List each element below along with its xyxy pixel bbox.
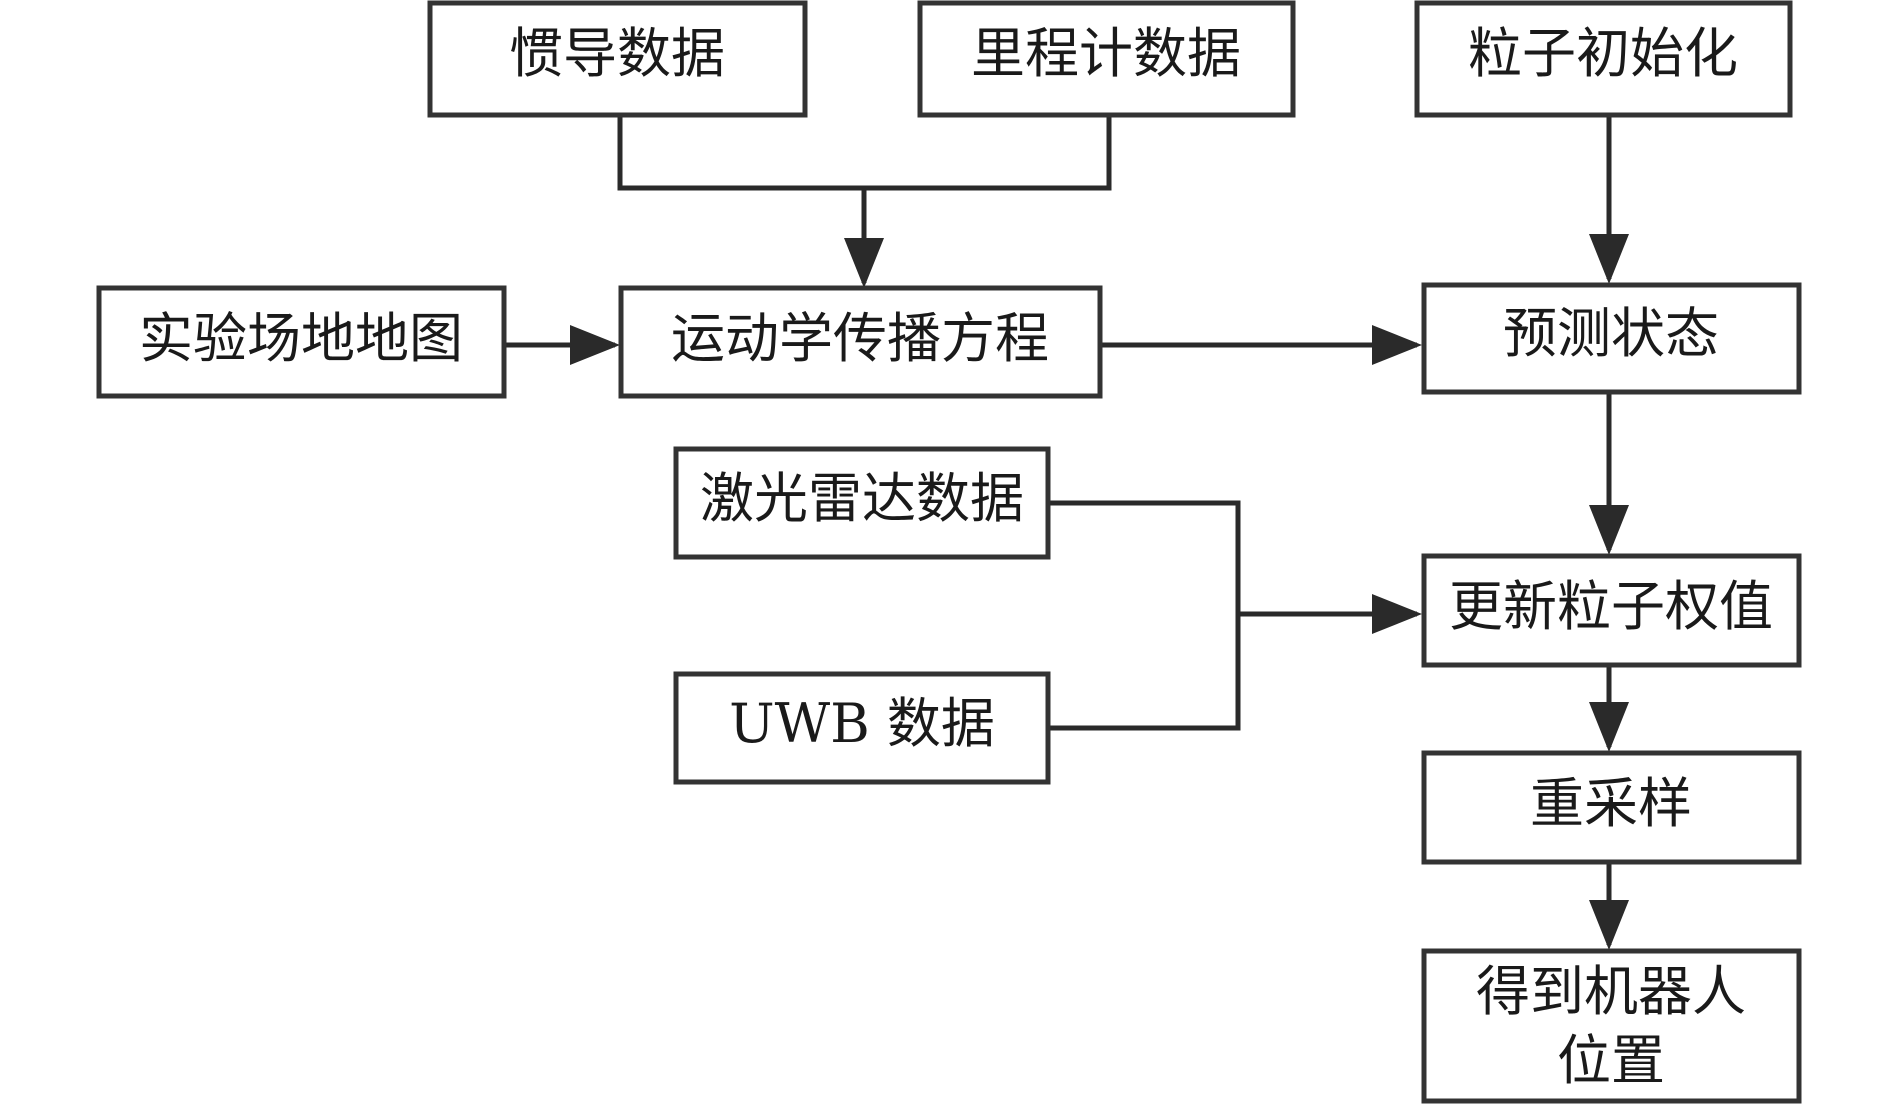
node-predict-state-label: 预测状态 [1503, 302, 1719, 365]
node-robot-position: 得到机器人 位置 [1421, 948, 1802, 1104]
node-kinematic-equation-label: 运动学传播方程 [671, 307, 1049, 370]
node-site-map-label: 实验场地地图 [139, 307, 463, 370]
connector-lidar-uwb-bracket [1048, 500, 1241, 731]
node-predict-state: 预测状态 [1421, 282, 1802, 395]
node-uwb-data: UWB 数据 [673, 671, 1051, 785]
node-odometer-data: 里程计数据 [917, 0, 1296, 118]
node-kinematic-equation: 运动学传播方程 [618, 285, 1103, 399]
node-particle-init: 粒子初始化 [1414, 0, 1793, 118]
node-uwb-data-label: UWB 数据 [729, 692, 995, 755]
node-update-weights: 更新粒子权值 [1421, 553, 1802, 668]
node-imu-data-label: 惯导数据 [509, 22, 725, 85]
node-lidar-data: 激光雷达数据 [673, 446, 1051, 560]
node-particle-init-label: 粒子初始化 [1468, 22, 1738, 85]
node-odometer-data-label: 里程计数据 [971, 22, 1241, 85]
node-site-map: 实验场地地图 [96, 285, 507, 399]
node-resample-label: 重采样 [1530, 772, 1692, 835]
node-robot-position-label-line1: 得到机器人 [1476, 960, 1746, 1023]
node-resample: 重采样 [1421, 750, 1802, 865]
node-update-weights-label: 更新粒子权值 [1449, 575, 1773, 638]
node-robot-position-label-line2: 位置 [1557, 1029, 1665, 1092]
node-lidar-data-label: 激光雷达数据 [700, 467, 1024, 530]
node-imu-data: 惯导数据 [427, 0, 808, 118]
connector-imu-to-junction [617, 115, 1112, 191]
